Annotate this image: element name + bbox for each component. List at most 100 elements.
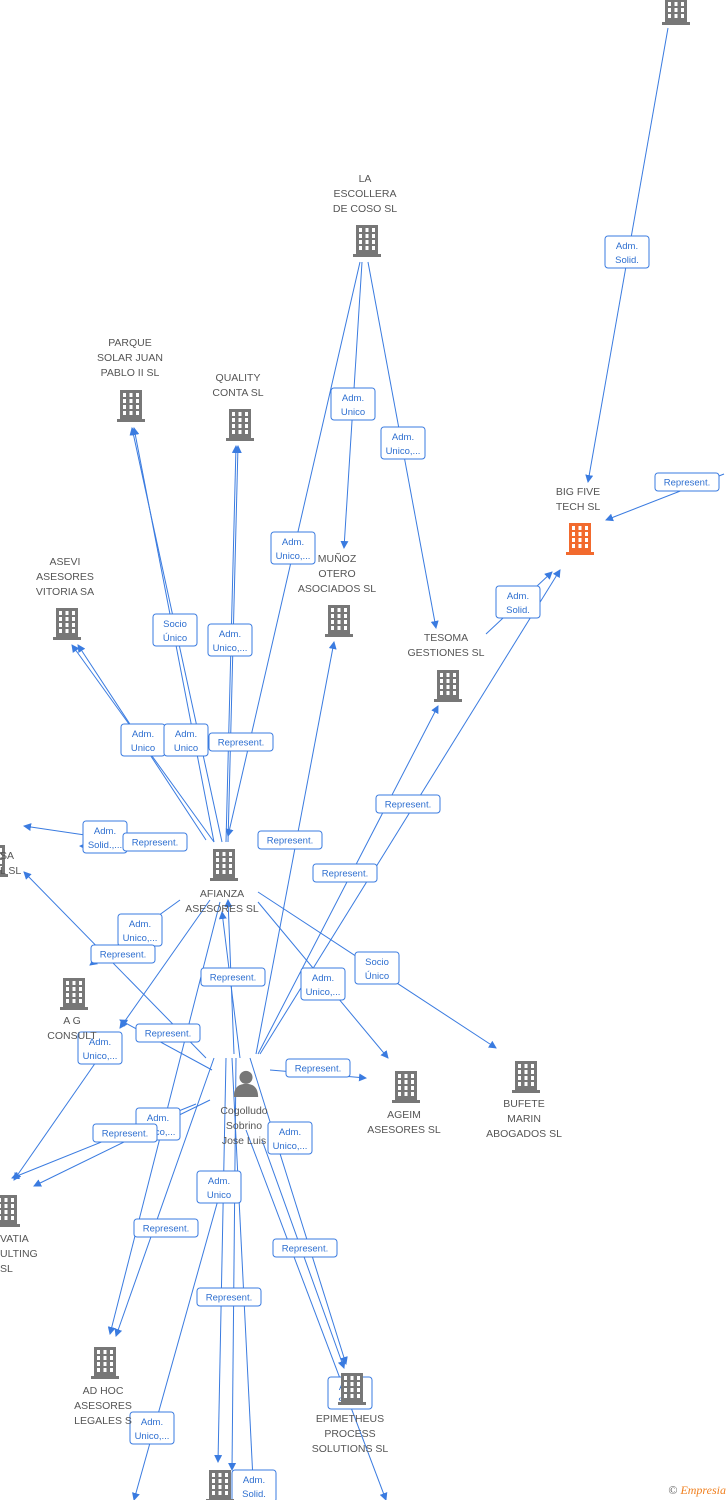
edge-label-e21[interactable]: Adm.Unico,...	[300, 967, 346, 1001]
edge-label-text: Represent.	[210, 973, 256, 984]
edge-label-box	[330, 387, 376, 421]
node-label: SL	[0, 1263, 13, 1275]
edge-label-e11[interactable]: Represent.	[208, 732, 274, 752]
edge-label-e22[interactable]: Represent.	[135, 1023, 201, 1043]
edge-label-e5[interactable]: Adm.Unico,...	[270, 531, 316, 565]
edge-label-e1[interactable]: Adm.Solid.	[604, 235, 650, 269]
edge-line	[119, 1019, 213, 1071]
edge-label-text: Represent.	[145, 1029, 191, 1040]
edge-label-text: Unico	[207, 1190, 231, 1201]
edge-label-e13[interactable]: Adm.Solid.,...	[82, 820, 128, 854]
edge-label-text: Solid.	[506, 605, 530, 616]
edge-label-text: Adm.	[89, 1037, 111, 1048]
edge-label-e10[interactable]: Adm.Unico	[163, 723, 209, 757]
edge-label-box	[312, 863, 378, 883]
node-left-sa[interactable]: SAL SL	[0, 845, 21, 877]
node-label: CONTA SL	[212, 387, 263, 399]
building-icon	[392, 1071, 420, 1103]
edge-label-e28[interactable]: Adm. Unico	[196, 1170, 242, 1204]
node-label: Jose Luis	[222, 1135, 266, 1147]
edge-label-box	[272, 1238, 338, 1258]
edge-label-e14[interactable]: Represent.	[122, 832, 188, 852]
edge-label-text: Unico,...	[83, 1051, 118, 1062]
node-label: AD HOC	[83, 1385, 124, 1397]
edge-label-box	[92, 1123, 158, 1143]
node-label: VATIA	[0, 1233, 29, 1245]
edge-label-e33[interactable]: Adm.Unico,...	[129, 1411, 175, 1445]
building-icon	[117, 390, 145, 422]
building-icon	[53, 608, 81, 640]
node-label: EPIMETHEUS	[316, 1413, 384, 1425]
edge-label-e8[interactable]: Adm.Unico,...	[207, 623, 253, 657]
node-label: AGEIM	[387, 1109, 421, 1121]
edge-line	[245, 1129, 388, 1500]
edge-label-e23[interactable]: Adm. Unico,...	[77, 1031, 123, 1065]
edge-line	[132, 1199, 219, 1500]
edge-label-text: Adm.	[208, 1176, 230, 1187]
node-top-company[interactable]	[662, 0, 690, 25]
edge-label-e26[interactable]: Represent.	[92, 1123, 158, 1143]
node-label: ASESORES SL	[367, 1124, 441, 1136]
edge-label-text: Adm.	[219, 629, 241, 640]
building-icon	[206, 1470, 234, 1500]
edge-line	[249, 1057, 348, 1365]
edge-label-e27[interactable]: Adm.Unico,...	[267, 1121, 313, 1155]
edge-label-e12[interactable]: Represent.	[257, 830, 323, 850]
edge-label-e30[interactable]: Represent.	[272, 1238, 338, 1258]
node-ageim[interactable]: AGEIM ASESORES SL	[367, 1071, 441, 1136]
copyright-credit[interactable]: © Empresia	[668, 1483, 726, 1498]
edge-label-text: Represent.	[206, 1293, 252, 1304]
edge-line	[13, 1061, 97, 1181]
edge-label-e34[interactable]: Adm.Solid.	[231, 1469, 277, 1500]
edge-label-e2[interactable]: Represent.	[654, 472, 720, 492]
node-label: SOLUTIONS SL	[312, 1443, 389, 1455]
edge-label-e9[interactable]: Adm.Unico	[120, 723, 166, 757]
building-icon	[60, 978, 88, 1010]
edge-label-e4[interactable]: Adm.Unico,...	[380, 426, 426, 460]
copyright-symbol: ©	[668, 1483, 678, 1497]
edge-label-box	[270, 531, 316, 565]
edge-label-e29[interactable]: Represent.	[133, 1218, 199, 1238]
node-bottom-company[interactable]	[206, 1470, 234, 1500]
edge-label-box	[231, 1469, 277, 1500]
building-icon	[91, 1347, 119, 1379]
empresia-logo: Empresia	[680, 1483, 726, 1497]
edge-label-e16[interactable]: Represent.	[312, 863, 378, 883]
edge-label-e3[interactable]: Adm.Unico	[330, 387, 376, 421]
building-icon	[0, 1195, 20, 1227]
edge-label-box	[300, 967, 346, 1001]
edge-label-e15[interactable]: Represent.	[375, 794, 441, 814]
edge-label-e18[interactable]: Represent.	[90, 944, 156, 964]
edge-label-text: Represent.	[385, 800, 431, 811]
edge-label-e24[interactable]: Represent.	[285, 1058, 351, 1078]
edge-line	[119, 899, 211, 1029]
edge-label-box	[196, 1170, 242, 1204]
node-label: MARIN	[507, 1113, 541, 1125]
edge-label-text: Adm.	[129, 919, 151, 930]
edge-label-text: Unico,...	[276, 551, 311, 562]
edge-label-e6[interactable]: Adm.Solid.	[495, 585, 541, 619]
node-label: PARQUE	[108, 337, 152, 349]
edge-label-text: Represent.	[322, 869, 368, 880]
edge-label-e17[interactable]: Adm.Unico,...	[117, 913, 163, 947]
edge-label-e31[interactable]: Represent.	[196, 1287, 262, 1307]
edge-label-text: Unico,...	[135, 1431, 170, 1442]
edge-label-e19[interactable]: Represent.	[200, 967, 266, 987]
